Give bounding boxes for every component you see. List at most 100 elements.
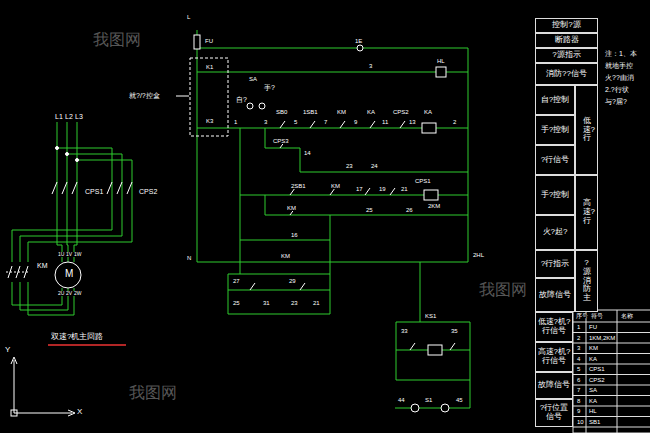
label-text: 3 (368, 63, 373, 69)
table-cell: 控制?源 (535, 18, 598, 33)
contact-symbol (52, 182, 132, 194)
lamp-symbol (357, 45, 363, 51)
label-text: KM (36, 262, 49, 269)
coil-symbol (422, 123, 436, 133)
label-text: HL (588, 408, 598, 414)
label-text: 2SB1 (290, 183, 307, 189)
caption-underline (48, 344, 126, 346)
label-text: SA (588, 387, 598, 393)
cell-text: 自?控制 (541, 96, 569, 105)
label-text: L1 (54, 113, 64, 120)
label-text: CPS1 (84, 188, 104, 195)
cell-text: ?行信号 (541, 156, 569, 165)
cell-text: ?行位置信号 (536, 404, 572, 422)
label-text: KA (366, 109, 376, 115)
label-text: 就?/?控盒 (128, 92, 161, 99)
watermark-text: 我图网 (128, 385, 178, 401)
label-text: S1 (424, 397, 433, 403)
selector-symbol (259, 103, 265, 109)
label-text: 3 (576, 345, 581, 351)
control-circuit-wires (197, 30, 470, 408)
axis-origin (11, 410, 17, 416)
table-cell: 高速?行 (575, 175, 598, 250)
wire (228, 240, 330, 314)
label-text: X (76, 408, 83, 416)
remote-box-outline (190, 58, 228, 136)
table-cell: 断路器 (535, 33, 598, 48)
label-text: SA (248, 76, 258, 82)
label-text: 1KM,2KM (588, 335, 616, 341)
label-text: 名称 (620, 313, 634, 319)
label-text: FU (588, 324, 598, 330)
wire (240, 128, 468, 262)
label-text: KA (588, 356, 598, 362)
vertical-cell-text: ?源消防主 (583, 259, 591, 303)
label-text: KM (286, 205, 297, 211)
table-cell: 手?控制 (535, 175, 575, 215)
main-circuit-wires (12, 122, 132, 315)
label-text: 31 (262, 300, 271, 306)
label-text: KA (588, 398, 598, 404)
label-text: 13 (408, 119, 417, 125)
label-text: CPS2 (588, 377, 606, 383)
parts-table-grid (573, 310, 650, 433)
cell-text: ?源指示 (552, 51, 580, 60)
table-border (573, 310, 650, 433)
table-cell: 高速?机?行信号 (535, 342, 573, 372)
label-text: 14 (303, 150, 312, 156)
label-text: K3 (205, 118, 214, 124)
table-cell: ?源消防主 (575, 250, 598, 312)
label-text: 21 (312, 300, 321, 306)
axis-line (14, 360, 72, 413)
label-text: 23 (290, 300, 299, 306)
cell-text: 手?控制 (541, 126, 569, 135)
wire (395, 262, 470, 408)
label-text: 3 (263, 119, 268, 125)
label-text: 自? (235, 96, 248, 103)
table-cell: ?源指示 (535, 48, 598, 63)
label-text: 与?届? (604, 98, 628, 105)
main-circuit-symbols (6, 147, 132, 289)
label-text: 16 (290, 232, 299, 238)
axis-icon (11, 357, 75, 416)
table-cell: 火?起? (535, 215, 575, 250)
label-text: 4 (576, 356, 581, 362)
label-text: 2.?行状 (604, 86, 630, 93)
label-text: 手? (263, 84, 276, 91)
label-text: K1 (205, 64, 214, 70)
axis-arrow (11, 357, 75, 416)
label-text: 24 (370, 163, 379, 169)
label-text: 2 (452, 119, 457, 125)
table-cell: 故障信号 (535, 278, 575, 312)
label-text: 6 (576, 377, 581, 383)
junction-dot (66, 153, 69, 156)
cell-text: 消防??信号 (546, 70, 587, 79)
label-text: N (186, 255, 192, 261)
label-text: 1V (65, 252, 73, 257)
label-text: 就地手控 (604, 62, 634, 69)
label-text: 10 (576, 419, 585, 425)
table-cell: ?行信号 (535, 145, 575, 175)
label-text: KM (336, 109, 347, 115)
cell-text: ?行指示 (541, 260, 569, 269)
table-cell: 低速?行 (575, 85, 598, 175)
label-text: KS1 (424, 313, 437, 319)
label-text: 2HL (472, 252, 485, 258)
label-text: 44 (397, 397, 406, 403)
label-text: 26 (405, 207, 414, 213)
table-cell: 低速?机?行信号 (535, 312, 573, 342)
label-text: 7 (323, 119, 328, 125)
coil-symbol (428, 345, 442, 355)
label-text: KM (280, 253, 291, 259)
label-text: CPS1 (414, 178, 432, 184)
wire (197, 30, 468, 262)
label-text: 符号 (590, 313, 604, 319)
label-text: 19 (378, 186, 387, 192)
label-text: SB1 (588, 419, 601, 425)
table-cell: ?行指示 (535, 250, 575, 278)
label-text: 45 (455, 397, 464, 403)
label-text: 35 (450, 328, 459, 334)
leader-line (176, 96, 189, 97)
selector-symbol (247, 103, 253, 109)
label-text: L2 (64, 113, 74, 120)
